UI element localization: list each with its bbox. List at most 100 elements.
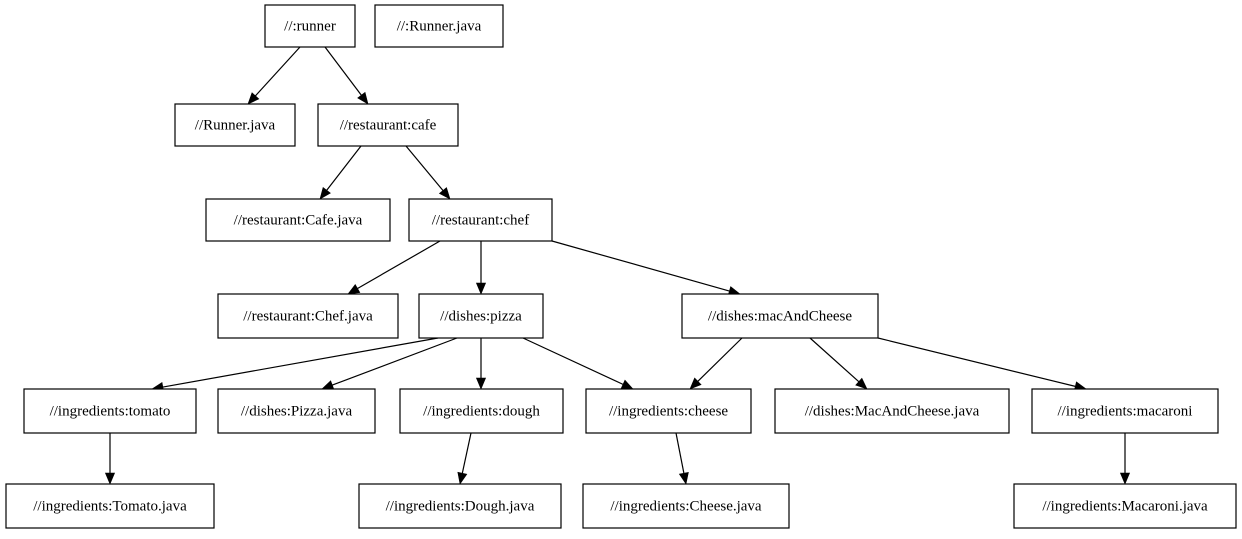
arrowhead-icon (1119, 472, 1131, 485)
edge-dishes_macandchee-to-macandcheese_java (809, 337, 868, 390)
nodes-layer: //:runner //:Runner.java //Runner.java //re… (5, 4, 1237, 529)
node-box[interactable] (217, 293, 399, 339)
edge-line (332, 337, 458, 386)
arrowhead-icon (319, 186, 331, 200)
node-label: //:runner (284, 18, 336, 34)
arrowhead-icon (620, 379, 634, 390)
edge-dishes_pizza-to-ing_tomato (151, 337, 439, 392)
edge-line (877, 337, 1076, 387)
node-box[interactable] (174, 103, 296, 147)
node-box[interactable] (774, 388, 1010, 434)
edge-ing_tomato-to-tomato_java (104, 433, 116, 485)
edge-line (357, 240, 441, 290)
edge-line (405, 145, 444, 191)
node-label: //Runner.java (195, 117, 276, 133)
graph-node-chef_java[interactable]: //restaurant:Chef.java (217, 293, 399, 339)
node-label: //ingredients:macaroni (1058, 403, 1193, 419)
graph-node-ing_tomato[interactable]: //ingredients:tomato (23, 388, 197, 434)
node-box[interactable] (1013, 483, 1237, 529)
node-label: //ingredients:tomato (50, 403, 171, 419)
node-box[interactable] (585, 388, 752, 434)
edge-line (551, 240, 730, 292)
graph-node-dough_java[interactable]: //ingredients:Dough.java (358, 483, 562, 529)
graph-node-dishes_macandchee[interactable]: //dishes:macAndCheese (681, 293, 879, 339)
node-box[interactable] (399, 388, 564, 434)
node-box[interactable] (582, 483, 790, 529)
edge-ing_macaroni-to-macaroni_java (1119, 433, 1131, 485)
edge-runner-to-runner_java (247, 46, 301, 105)
node-box[interactable] (5, 483, 215, 529)
graph-node-ing_cheese[interactable]: //ingredients:cheese (585, 388, 752, 434)
graph-node-tomato_java[interactable]: //ingredients:Tomato.java (5, 483, 215, 529)
arrowhead-icon (347, 283, 361, 295)
node-label: //:Runner.java (397, 18, 482, 34)
node-box[interactable] (681, 293, 879, 339)
edge-restaurant_chef-to-dishes_macandchee (551, 240, 741, 296)
graph-node-dishes_pizza[interactable]: //dishes:pizza (418, 293, 544, 339)
edge-line (324, 46, 362, 96)
graph-node-ing_macaroni[interactable]: //ingredients:macaroni (1031, 388, 1219, 434)
node-label: //ingredients:Cheese.java (610, 498, 762, 514)
arrowhead-icon (438, 187, 451, 200)
arrowhead-icon (457, 471, 468, 485)
edge-restaurant_chef-to-dishes_pizza (475, 241, 487, 295)
graph-node-restaurant_cafe[interactable]: //restaurant:cafe (317, 103, 459, 147)
node-label: //ingredients:Tomato.java (33, 498, 187, 514)
node-box[interactable] (23, 388, 197, 434)
graph-node-macaroni_java[interactable]: //ingredients:Macaroni.java (1013, 483, 1237, 529)
edge-runner-to-restaurant_cafe (324, 46, 369, 105)
node-box[interactable] (1031, 388, 1219, 434)
node-label: //dishes:MacAndCheese.java (805, 403, 980, 419)
node-label: //ingredients:cheese (609, 403, 728, 419)
graph-node-runner_java[interactable]: //Runner.java (174, 103, 296, 147)
node-box[interactable] (408, 198, 553, 242)
node-label: //ingredients:dough (423, 403, 540, 419)
graph-node-ing_dough[interactable]: //ingredients:dough (399, 388, 564, 434)
graph-node-pizza_java[interactable]: //dishes:Pizza.java (217, 388, 376, 434)
arrowhead-icon (689, 377, 702, 390)
edge-line (461, 432, 472, 474)
edge-dishes_macandchee-to-ing_macaroni (877, 337, 1087, 392)
arrowhead-icon (678, 471, 689, 485)
graph-node-runner_java_root[interactable]: //:Runner.java (374, 4, 504, 48)
node-label: //restaurant:Cafe.java (234, 212, 363, 228)
node-box[interactable] (358, 483, 562, 529)
node-label: //dishes:pizza (440, 308, 522, 324)
arrowhead-icon (357, 91, 369, 105)
node-box[interactable] (264, 4, 356, 48)
edge-line (697, 337, 743, 382)
node-label: //ingredients:Macaroni.java (1042, 498, 1208, 514)
node-box[interactable] (317, 103, 459, 147)
node-box[interactable] (418, 293, 544, 339)
node-box[interactable] (205, 198, 391, 242)
node-box[interactable] (374, 4, 504, 48)
node-label: //dishes:Pizza.java (241, 403, 353, 419)
edge-dishes_pizza-to-ing_cheese (522, 337, 634, 390)
edge-line (675, 432, 685, 474)
edge-dishes_pizza-to-ing_dough (475, 338, 487, 390)
graph-node-cheese_java[interactable]: //ingredients:Cheese.java (582, 483, 790, 529)
edge-ing_cheese-to-cheese_java (675, 432, 689, 485)
edge-line (522, 337, 624, 385)
edge-dishes_macandchee-to-ing_cheese (689, 337, 743, 390)
arrowhead-icon (855, 377, 868, 390)
arrowhead-icon (475, 282, 487, 295)
graph-node-cafe_java[interactable]: //restaurant:Cafe.java (205, 198, 391, 242)
edge-restaurant_chef-to-chef_java (347, 240, 441, 295)
node-box[interactable] (217, 388, 376, 434)
node-label: //ingredients:Dough.java (386, 498, 535, 514)
graph-node-macandcheese_java[interactable]: //dishes:MacAndCheese.java (774, 388, 1010, 434)
edge-dishes_pizza-to-pizza_java (321, 337, 458, 390)
graph-node-runner[interactable]: //:runner (264, 4, 356, 48)
arrowhead-icon (247, 92, 260, 105)
arrowhead-icon (475, 377, 487, 390)
graph-node-restaurant_chef[interactable]: //restaurant:chef (408, 198, 553, 242)
edge-restaurant_cafe-to-cafe_java (319, 145, 362, 200)
edge-line (809, 337, 860, 383)
node-label: //restaurant:Chef.java (243, 308, 373, 324)
edge-ing_dough-to-dough_java (457, 432, 472, 485)
node-label: //dishes:macAndCheese (708, 308, 852, 324)
node-label: //restaurant:chef (432, 212, 529, 228)
